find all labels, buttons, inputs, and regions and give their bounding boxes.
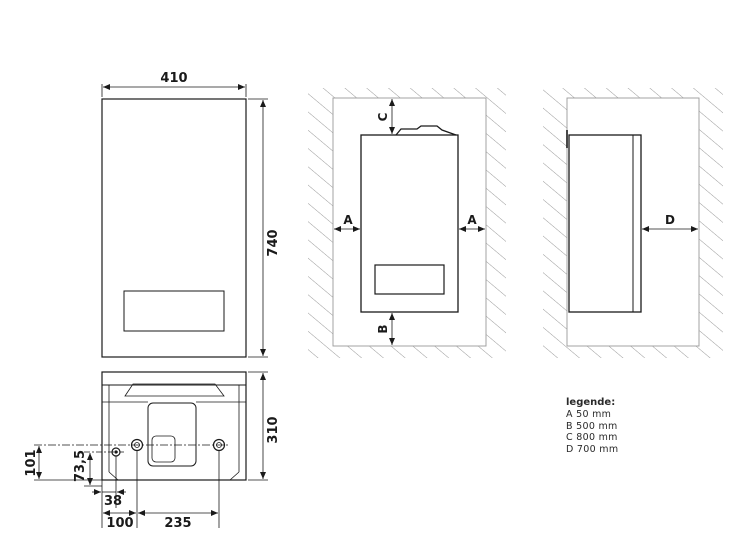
boiler-front-display-panel	[123, 290, 225, 332]
dim-73-5-label: 73,5	[73, 450, 88, 482]
legend-item-a: A 50 mm	[566, 409, 612, 420]
clearance-b-label: B	[376, 324, 390, 333]
depth-dimension-label: 310	[266, 416, 281, 443]
bottom-top-bracket	[124, 383, 225, 397]
bottom-inner-frame	[147, 402, 197, 467]
width-dimension-label: 410	[160, 71, 187, 86]
boiler-bottom-outline	[101, 371, 247, 481]
legend: legende: A 50 mm B 500 mm C 800 mm D 700…	[566, 397, 618, 455]
clearance-c-label: C	[376, 112, 390, 121]
wall-side-view: D	[543, 88, 723, 358]
boiler-top-flue	[395, 125, 457, 136]
front-view: 410 740	[101, 71, 281, 358]
boiler-front-casing	[101, 98, 247, 358]
legend-item-c: C 800 mm	[566, 432, 618, 443]
height-dimension-label: 740	[266, 229, 281, 256]
legend-title: legende:	[566, 397, 616, 408]
dim-235-label: 235	[164, 516, 191, 531]
boiler-side-outline	[568, 134, 642, 313]
boiler-front-panel	[374, 264, 445, 295]
boiler-front-outline	[360, 134, 459, 313]
legend-item-d: D 700 mm	[566, 443, 619, 455]
dim-38-label: 38	[104, 494, 122, 509]
clearance-a-right-label: A	[467, 213, 477, 227]
dim-100-label: 100	[106, 516, 133, 531]
bottom-inner-cover	[151, 435, 176, 463]
clearance-d-label: D	[665, 213, 675, 227]
dim-101-label: 101	[24, 449, 39, 476]
legend-item-b: B 500 mm	[566, 420, 618, 432]
wall-front-view: A A C B	[308, 88, 506, 358]
bottom-view: 310 101 73,5 38 100 235	[24, 371, 281, 531]
wall-front-clearance-area	[332, 97, 487, 347]
clearance-a-left-label: A	[343, 213, 353, 227]
